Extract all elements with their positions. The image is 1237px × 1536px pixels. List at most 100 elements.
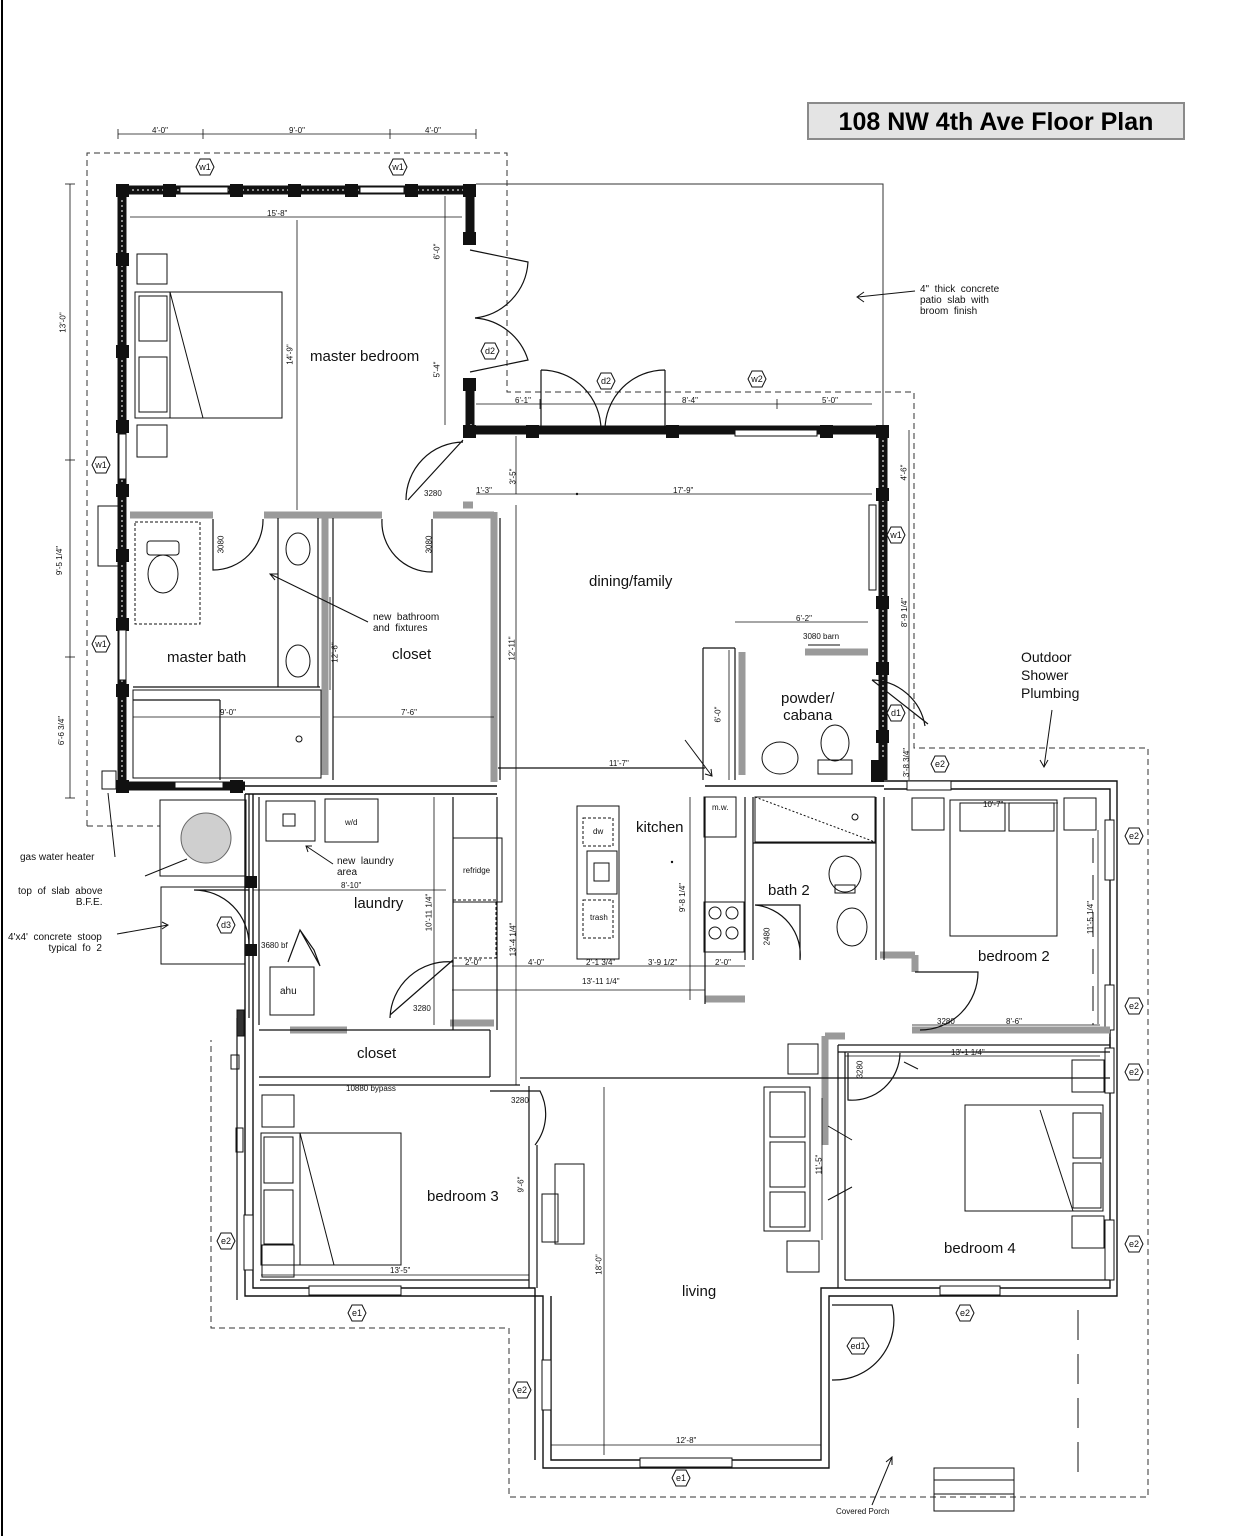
door-size-3080-b: 3080 — [424, 535, 434, 554]
tag-label: w2 — [751, 374, 763, 384]
dim-label: 8'-4" — [682, 396, 698, 405]
dim-label: 9'-5 1/4" — [55, 545, 65, 576]
fixtures — [97, 253, 1105, 1512]
dim-label: 2'-1 3/4" — [586, 958, 616, 967]
fixture-refridge: refridge — [463, 866, 491, 875]
dim-label: 4'-6" — [899, 464, 909, 481]
note-patio-slab: 4" thick concrete patio slab with broom … — [920, 284, 1000, 317]
dim-label: 13'-1 1/4" — [951, 1048, 985, 1057]
tag-w1: w1 — [388, 158, 408, 176]
dim-label: 7'-6" — [401, 708, 417, 717]
dim-label: 8'-6" — [1006, 1017, 1022, 1026]
dim-label: 10'-11 1/4" — [424, 893, 434, 932]
tag-label: e2 — [1128, 1239, 1139, 1249]
note-concrete-stoop: 4'x4' concrete stoop typical fo 2 — [8, 932, 102, 954]
fixture-washer-dryer: w/d — [345, 818, 358, 827]
tag-label: w1 — [199, 162, 211, 172]
room-label-closet-master: closet — [392, 646, 432, 663]
door-size-3280-b: 3280 — [413, 1004, 431, 1013]
tag-e1: e1 — [671, 1469, 691, 1487]
fixture-trash: trash — [590, 913, 608, 922]
tag-w1: w1 — [195, 158, 215, 176]
dim-label: 10'-7" — [983, 800, 1004, 809]
roof-outline — [86, 152, 1149, 1498]
room-label-bath-2: bath 2 — [768, 882, 810, 899]
dim-label: 6'-6 3/4" — [57, 715, 67, 746]
door-size-2480: 2480 — [762, 927, 772, 946]
room-label-bedroom-2: bedroom 2 — [978, 948, 1050, 965]
patio-slab — [476, 183, 884, 430]
note-covered-porch: Covered Porch — [836, 1507, 890, 1516]
tag-label: d3 — [220, 920, 231, 930]
dim-label: 9'-0" — [220, 708, 236, 717]
tag-w1: w1 — [91, 635, 111, 653]
tag-label: e1 — [351, 1308, 362, 1318]
tag-label: e1 — [675, 1473, 686, 1483]
tag-label: d2 — [600, 376, 611, 386]
tag-w2: w2 — [747, 370, 767, 388]
dimension-lines — [65, 129, 1100, 1455]
dim-label: 12'-8" — [676, 1436, 697, 1445]
room-label-dining-family: dining/family — [589, 573, 673, 590]
dim-label: 13'-0" — [58, 312, 68, 333]
tag-d2: d2 — [480, 342, 500, 360]
room-label-powder-cabana: powder/ cabana — [781, 690, 835, 724]
dim-label: 15'-8" — [267, 209, 288, 218]
interior-walls — [130, 501, 1110, 1145]
tag-ed1: ed1 — [846, 1337, 870, 1355]
tag-label: e2 — [516, 1385, 527, 1395]
dim-label: 6'-0" — [713, 706, 723, 723]
tag-e2: e2 — [1124, 1235, 1144, 1253]
room-label-bedroom-4: bedroom 4 — [944, 1240, 1016, 1257]
room-label-laundry: laundry — [354, 895, 404, 912]
dim-label: 3'-5" — [508, 468, 518, 485]
fixture-bifold-door: 3680 bf — [261, 941, 288, 950]
tag-e2: e2 — [512, 1381, 532, 1399]
doors — [193, 249, 979, 1381]
note-outdoor-shower: Outdoor Shower Plumbing — [1021, 649, 1080, 701]
fixture-dishwasher: dw — [593, 827, 604, 836]
tag-w1: w1 — [91, 456, 111, 474]
dim-label: 17'-9" — [673, 486, 694, 495]
note-new-bathroom: new bathroom and fixtures — [373, 612, 440, 634]
windows — [118, 186, 1115, 1468]
leader-arrows — [107, 290, 1053, 1506]
room-label-kitchen: kitchen — [636, 819, 684, 836]
dim-label: 12'-11" — [507, 636, 517, 661]
room-label-bedroom-3: bedroom 3 — [427, 1188, 499, 1205]
dim-label: 13'-4 1/4" — [508, 922, 518, 957]
tag-w1: w1 — [886, 526, 906, 544]
dim-label: 4'-0" — [152, 126, 168, 135]
dim-label: 6'-1" — [515, 396, 531, 405]
note-new-laundry: new laundry area — [337, 856, 394, 878]
tag-label: w1 — [95, 639, 107, 649]
tag-label: e2 — [959, 1308, 970, 1318]
dim-label: 8'-10" — [341, 881, 362, 890]
tag-e2: e2 — [930, 755, 950, 773]
tag-label: e2 — [1128, 1001, 1139, 1011]
door-size-3280-a: 3280 — [424, 489, 442, 498]
door-size-3280-e: 3280 — [511, 1096, 529, 1105]
door-size-3280-d: 3280 — [855, 1060, 865, 1079]
room-label-living: living — [682, 1283, 717, 1300]
dim-label: 14'-9" — [285, 344, 295, 365]
dim-label: 9'-0" — [289, 126, 305, 135]
room-label-closet-hall: closet — [357, 1045, 397, 1062]
dim-label: 11'-5 1/4" — [1086, 900, 1096, 935]
tag-label: ed1 — [850, 1341, 866, 1351]
dim-label: 2'-0" — [715, 958, 731, 967]
note-gas-water-heater: gas water heater — [20, 852, 95, 863]
door-size-3080-a: 3080 — [216, 535, 226, 554]
tag-label: e2 — [220, 1236, 231, 1246]
tag-d1: d1 — [886, 704, 906, 722]
tag-d2: d2 — [596, 372, 616, 390]
dim-label: 18'-0" — [594, 1254, 604, 1275]
dim-label: 4'-0" — [528, 958, 544, 967]
dim-label: 8'-9 1/4" — [900, 597, 910, 628]
dim-label: 2'-0" — [465, 958, 481, 967]
tag-d3: d3 — [216, 916, 236, 934]
tag-e2: e2 — [955, 1304, 975, 1322]
tag-label: d1 — [890, 708, 901, 718]
room-label-master-bath: master bath — [167, 649, 247, 666]
